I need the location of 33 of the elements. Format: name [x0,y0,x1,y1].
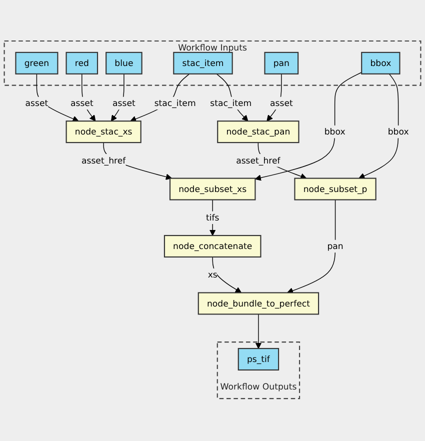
edge-label: bbox [388,126,409,137]
node-box: pan [264,52,299,74]
edge-label: pan [327,241,344,252]
node-box: node_stac_pan [217,120,300,144]
arrow [286,199,336,294]
edge-label: bbox [324,126,346,137]
edge-label: stac_item [210,98,252,108]
arrow [212,256,242,294]
edge-label: asset [70,98,94,108]
node-box: node_stac_xs [66,120,142,144]
edge-label: asset [25,98,48,108]
arrow [110,74,124,122]
edge-label: xs [208,270,218,280]
edge-label: asset [112,98,136,108]
node-box: green [15,52,58,74]
edge-label: stac_item [154,98,196,108]
arrow [266,74,282,122]
arrow [255,314,262,349]
edge-label: asset_href [236,155,280,166]
node-box: stac_item [173,52,233,74]
node-box: bbox [361,52,400,74]
node-box: node_subset_xs [169,178,256,200]
node-box: node_concatenate [164,234,262,258]
node-box: ps_tif [238,348,280,370]
node-box: red [66,52,98,74]
node-box: node_subset_p [294,178,376,200]
node-box: node_bundle_to_perfect [198,292,320,315]
node-box: blue [106,52,142,74]
edge-label: asset [270,98,293,108]
edge-label: tifs [206,212,220,223]
arrow [82,74,96,122]
edge-label: asset_href [81,155,126,166]
arrow [358,74,399,179]
